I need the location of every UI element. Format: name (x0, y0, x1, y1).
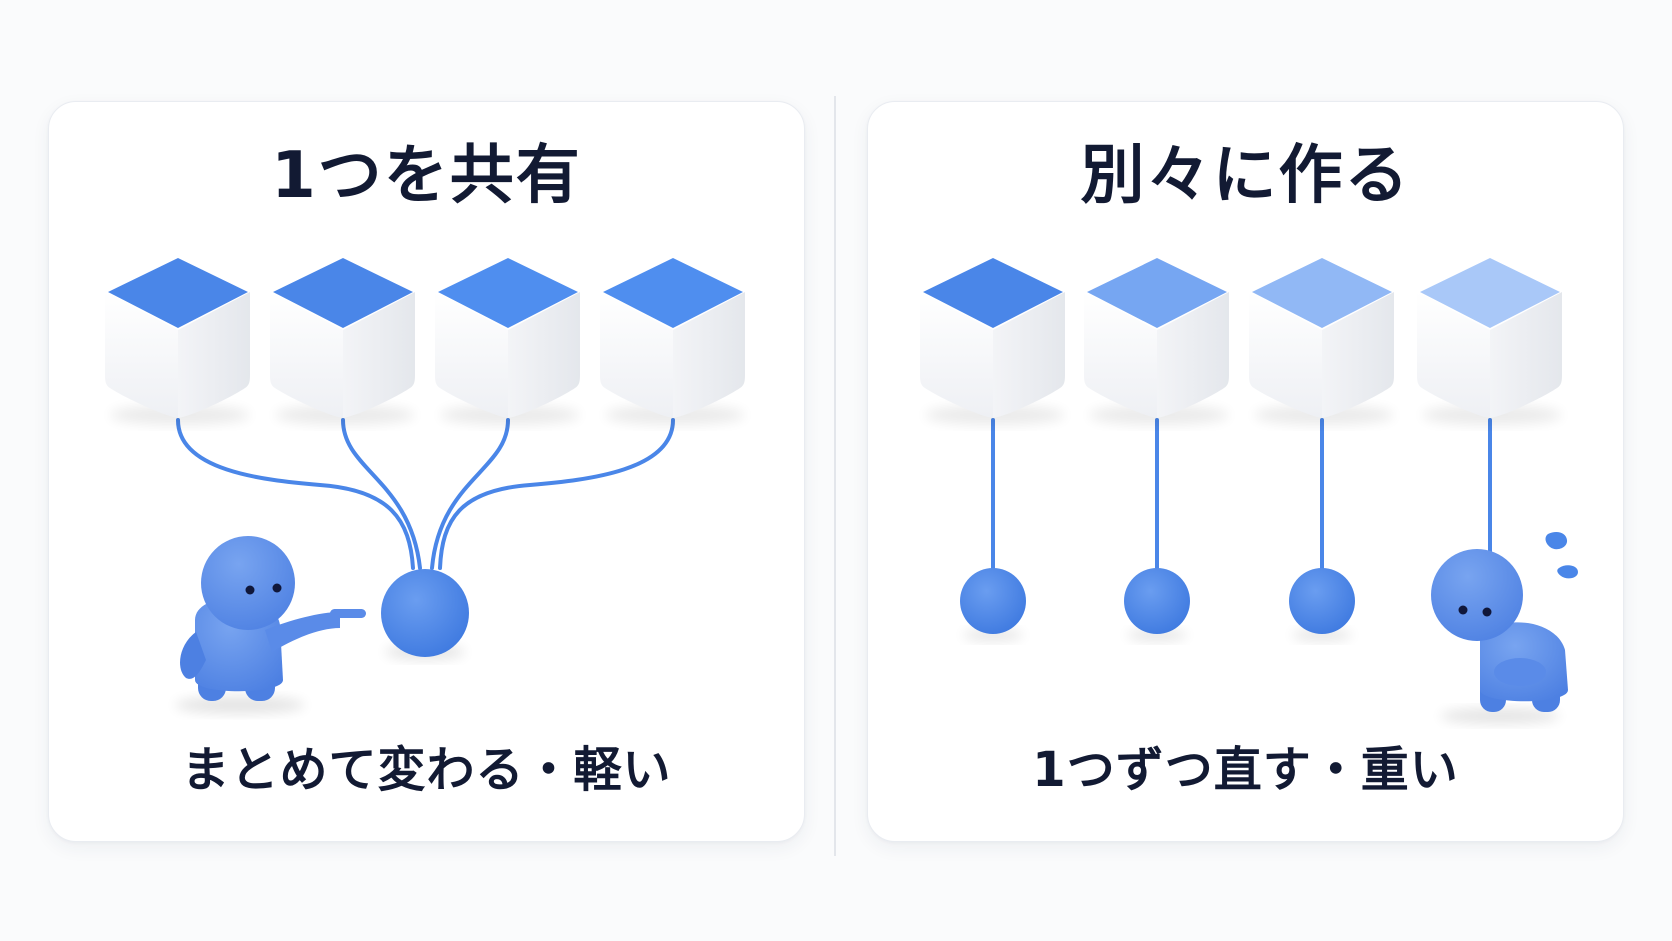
shared-panel-title: 1つを共有 (271, 139, 582, 213)
separate-panel: 別々に作る 1つずつ直す・重い (867, 101, 1624, 842)
separate-panel-title: 別々に作る (1080, 139, 1411, 213)
shared-panel: 1つを共有 まとめて変わる・軽い (48, 101, 805, 842)
panel-divider (834, 96, 836, 856)
separate-panel-caption: 1つずつ直す・重い (1032, 742, 1459, 798)
shared-panel-caption: まとめて変わる・軽い (181, 742, 672, 798)
